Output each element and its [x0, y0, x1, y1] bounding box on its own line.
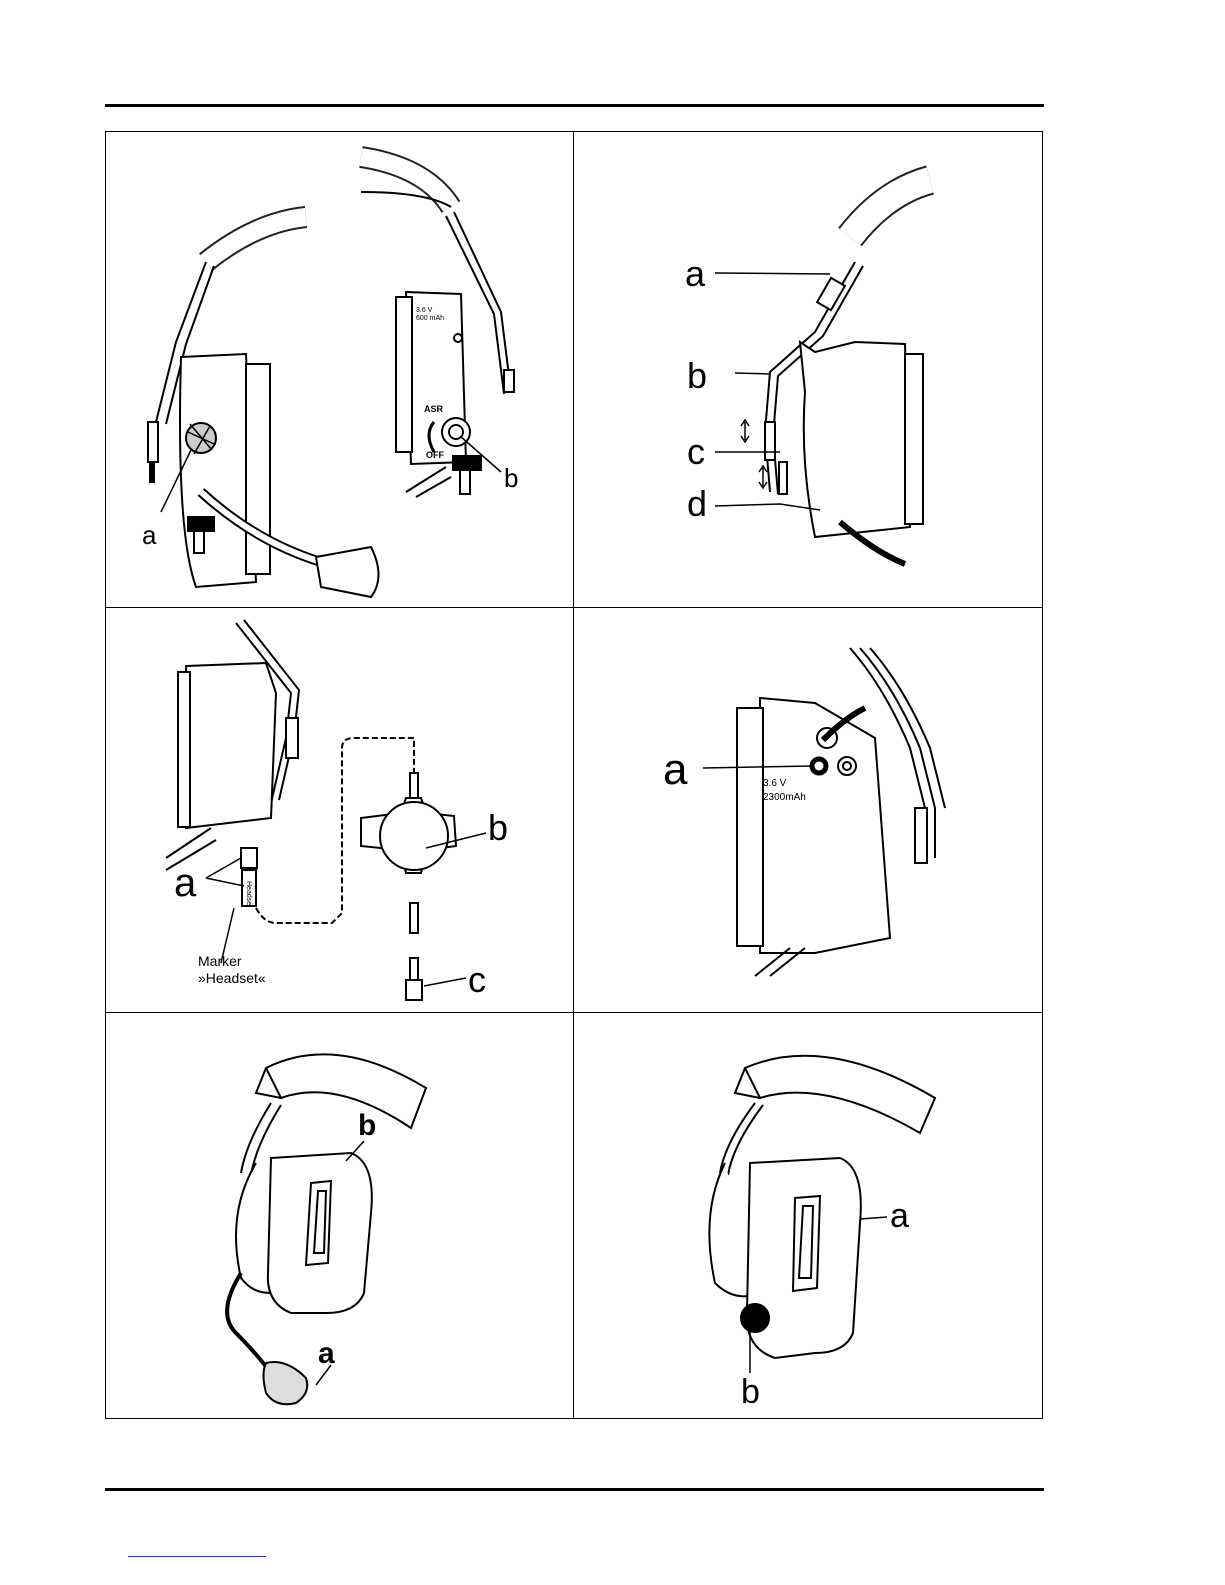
callout-b: b [687, 355, 707, 396]
figure-panel-5: a b [106, 1013, 572, 1417]
battery-capacity-label: 600 mAh [416, 315, 444, 322]
asr-label: ASR [424, 404, 444, 414]
battery-compartment-illustration: a 3.6 V 2300mAh [575, 608, 1041, 1011]
figure-panel-2: a b c d [575, 132, 1041, 606]
marker-label-line1: Marker [198, 953, 242, 969]
grid-divider-vertical [573, 131, 574, 1419]
callout-b: b [488, 807, 508, 848]
marker-label-line2: »Headset« [198, 970, 266, 986]
figure-panel-3: Headset a b c Marker »Headset« [106, 608, 572, 1011]
callout-b: b [358, 1109, 376, 1142]
battery-capacity-label: 2300mAh [763, 792, 806, 803]
callout-a: a [663, 745, 688, 794]
callout-b: b [504, 463, 518, 493]
off-label: OFF [426, 450, 444, 460]
callout-a: a [685, 253, 706, 294]
callout-a: a [174, 861, 197, 905]
figure-panel-1: a b 3.6 V 600 mAh ASR OFF [106, 132, 572, 606]
battery-voltage-label: 3.6 V [763, 778, 787, 789]
cable-connection-illustration: Headset a b c Marker »Headset« [106, 608, 572, 1011]
callout-c: c [687, 431, 705, 472]
battery-voltage-label: 3.6 V [416, 307, 433, 314]
headset-side-illustration: a b 3.6 V 600 mAh ASR OFF [106, 132, 572, 606]
mic-windscreen-illustration: a b [106, 1013, 572, 1417]
callout-c: c [468, 959, 486, 1000]
headband-adjust-illustration: a b c d [575, 132, 1041, 606]
callout-b: b [741, 1373, 760, 1411]
callout-d: d [687, 483, 707, 524]
bottom-rule [105, 1488, 1044, 1491]
headset-tag-label: Headset [245, 881, 252, 907]
callout-a: a [318, 1337, 335, 1370]
top-rule [105, 104, 1044, 107]
figure-panel-6: a b [575, 1013, 1041, 1417]
ear-cushion-illustration: a b [575, 1013, 1041, 1417]
figure-panel-4: a 3.6 V 2300mAh [575, 608, 1041, 1011]
callout-a: a [890, 1197, 909, 1235]
footer-link-underline[interactable] [128, 1556, 266, 1557]
callout-a: a [142, 520, 157, 550]
